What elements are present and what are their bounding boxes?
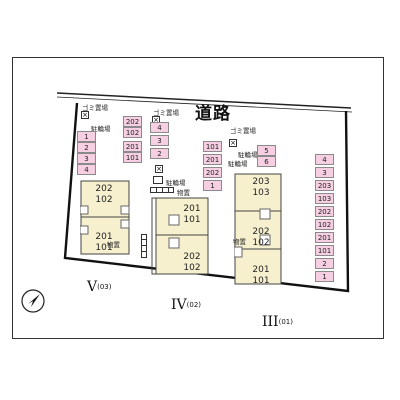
- building-v: [80, 180, 130, 255]
- parking-space: 4: [77, 164, 96, 175]
- map-frame: [12, 57, 384, 339]
- unit-label: 202: [252, 227, 270, 237]
- garbage-icon: ×: [155, 165, 163, 173]
- bicycle-label-iii: 駐輪場: [238, 151, 258, 159]
- parking-space: 6: [257, 156, 276, 167]
- storage-icon: [141, 234, 147, 258]
- road-edge-line: [56, 92, 352, 109]
- parking-space: 1: [203, 180, 222, 191]
- building-code: (01): [278, 318, 293, 326]
- garbage-label-iv: ゴミ置場: [153, 109, 179, 117]
- parking-space: 201: [203, 154, 222, 165]
- parking-space: 2: [150, 148, 169, 159]
- parking-space: 102: [315, 219, 334, 230]
- storage-icon: [150, 187, 174, 193]
- garbage-label-v: ゴミ置場: [82, 104, 108, 112]
- parking-space: 202: [123, 116, 142, 127]
- building-numeral: III: [262, 314, 279, 330]
- parking-space: 203: [315, 180, 334, 191]
- building-numeral: IV: [171, 297, 187, 313]
- unit-label: 103: [252, 188, 270, 198]
- unit-label: 201: [95, 232, 113, 242]
- parking-space: 4: [150, 122, 169, 133]
- parking-space: 101: [315, 245, 334, 256]
- bicycle-label-iii-2: 駐輪場: [228, 160, 248, 168]
- garbage-label-iii: ゴミ置場: [230, 127, 256, 135]
- parking-space: 2: [77, 142, 96, 153]
- garbage-icon: ×: [81, 111, 89, 119]
- parking-space: 202: [315, 206, 334, 217]
- parking-space: 201: [315, 232, 334, 243]
- unit-label: 102: [95, 195, 113, 205]
- storage-label-v: 物置: [107, 241, 120, 249]
- building-iv: [151, 197, 209, 275]
- unit-label: 101: [95, 243, 113, 253]
- parking-space: 1: [77, 131, 96, 142]
- building-label-iv: IV(02): [171, 297, 201, 313]
- unit-label: 102: [252, 238, 270, 248]
- parking-space: 3: [150, 135, 169, 146]
- unit-label: 201: [252, 265, 270, 275]
- north-arrow-icon: [21, 289, 45, 313]
- bicycle-icon: [153, 176, 163, 184]
- parking-space: 101: [203, 141, 222, 152]
- building-iii: [234, 173, 282, 285]
- building-label-v: V(03): [87, 279, 112, 295]
- road-label: 道路: [195, 104, 231, 124]
- parking-space: 102: [123, 127, 142, 138]
- parking-space: 201: [123, 141, 142, 152]
- storage-label-iv: 物置: [177, 189, 190, 197]
- garbage-icon: ×: [229, 139, 237, 147]
- parking-space: 3: [315, 167, 334, 178]
- road-edge-line-inner: [56, 96, 353, 113]
- storage-label-iii: 物置: [233, 238, 246, 246]
- parking-space: 4: [315, 154, 334, 165]
- bicycle-label-v: 駐輪場: [91, 125, 111, 133]
- parking-space: 1: [315, 271, 334, 282]
- parking-space: 5: [257, 145, 276, 156]
- unit-label: 202: [95, 184, 113, 194]
- unit-label: 102: [183, 263, 201, 273]
- unit-label: 101: [252, 276, 270, 286]
- parking-space: 101: [123, 152, 142, 163]
- parking-space: 2: [315, 258, 334, 269]
- parking-space: 3: [77, 153, 96, 164]
- unit-label: 202: [183, 252, 201, 262]
- unit-label: 203: [252, 177, 270, 187]
- building-numeral: V: [87, 279, 98, 295]
- parking-space: 202: [203, 167, 222, 178]
- building-code: (02): [186, 301, 202, 309]
- unit-label: 101: [183, 215, 201, 225]
- building-code: (03): [97, 283, 112, 291]
- unit-label: 201: [183, 204, 201, 214]
- bicycle-label-iv: 駐輪場: [166, 179, 186, 187]
- parking-space: 103: [315, 193, 334, 204]
- building-label-iii: III(01): [262, 314, 293, 330]
